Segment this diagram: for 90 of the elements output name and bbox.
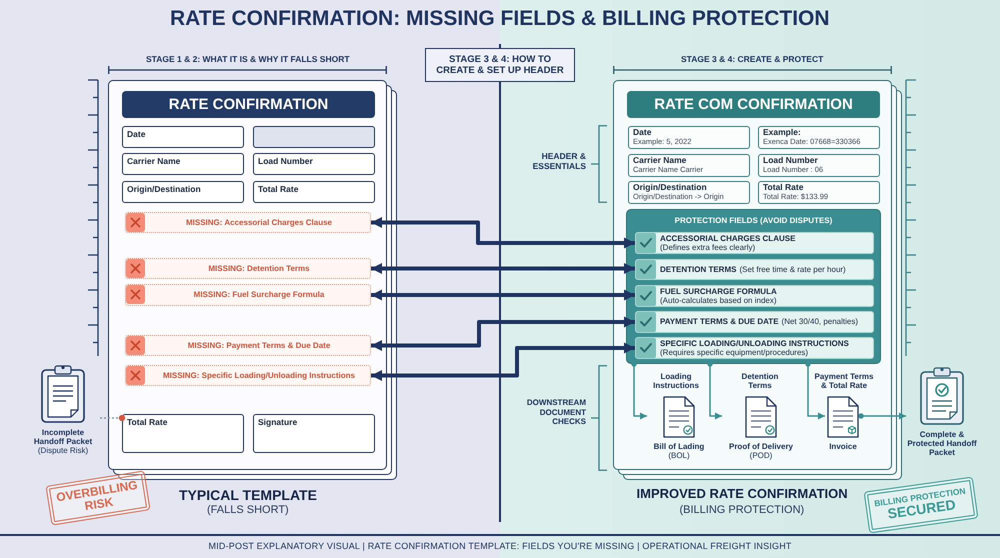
section-heading: STAGE 1 & 2: WHAT IT IS & WHY IT FALLS SHORT [146, 55, 350, 65]
form-field [758, 181, 880, 204]
field-label: Signature [258, 418, 298, 428]
field-label: Total Rate [258, 185, 298, 195]
field-description: (Defines extra fees clearly) [660, 243, 756, 252]
field-description: (Net 30/40, penalties) [782, 317, 858, 327]
node-subcaption: (Dispute Risk) [38, 446, 88, 456]
arrow [707, 361, 722, 420]
double-headed-arrow [371, 217, 635, 248]
field-title: PAYMENT TERMS & DUE DATE [660, 317, 779, 327]
field-title: DETENTION TERMS [660, 264, 736, 274]
field-label: Date [127, 130, 146, 140]
missing-field-row [125, 212, 371, 233]
missing-field-label: MISSING: Fuel Surcharge Formula [194, 290, 324, 300]
field-title: FUEL SURCHARGE FORMULA [660, 286, 777, 296]
header-banner: RATE COM CONFIRMATION [627, 91, 880, 118]
caption-subheading: (BILLING PROTECTION) [680, 504, 804, 517]
document-card [108, 80, 387, 470]
caption-heading: IMPROVED RATE CONFIRMATION [636, 487, 848, 502]
missing-field-row [125, 258, 371, 279]
double-headed-arrow [371, 263, 635, 274]
field-description: (Auto-calculates based on index) [660, 296, 777, 306]
protection-row [635, 337, 874, 359]
footer-caption: MID-POST EXPLANATORY VISUAL | RATE CONFIRMATION TEMPLATE: FIELDS YOU'RE MISSING | OPERATIONAL FREIGHT INSIGHT [208, 541, 792, 552]
bracket-label: HEADER & ESSENTIALS [532, 151, 586, 172]
dotted-connector [100, 414, 126, 422]
node-caption: Proof of Delivery [728, 442, 793, 452]
form-field [758, 126, 880, 149]
panel-heading: PROTECTION FIELDS (AVOID DISPUTES) [674, 216, 832, 226]
field-description: (Set free time & rate per hour) [739, 264, 846, 274]
arrow [631, 361, 647, 420]
bracket-label: DOWNSTREAM DOCUMENT CHECKS [526, 398, 586, 427]
form-field [758, 154, 880, 177]
field-label: Total Rate [127, 418, 168, 428]
caption-subheading: (FALLS SHORT) [207, 504, 289, 517]
form-field [122, 126, 244, 148]
field-label: Load Number [763, 156, 818, 166]
field-title: SPECIFIC LOADING/UNLOADING INSTRUCTIONS [660, 338, 849, 348]
form-field [628, 126, 750, 149]
field-label: Carrier Name [633, 156, 686, 166]
node-caption: Complete & Protected Handoff Packet [906, 430, 978, 458]
double-headed-arrow [371, 290, 635, 300]
protection-row [635, 232, 874, 254]
header-banner: RATE CONFIRMATION [122, 91, 375, 118]
stage-heading: STAGE 3 & 4: HOW TO CREATE & SET UP HEADER [435, 54, 565, 76]
form-field [253, 181, 375, 203]
arrow [805, 361, 825, 420]
double-headed-arrow [371, 342, 635, 381]
form-field [253, 126, 375, 148]
stamp-text: OVERBILLING RISK [54, 478, 140, 516]
page-title: RATE CONFIRMATION: MISSING FIELDS & BILLING PROTECTION [170, 7, 830, 32]
field-label: Example: [763, 128, 801, 138]
form-field [122, 414, 244, 453]
missing-field-label: MISSING: Detention Terms [208, 264, 310, 274]
node-subcaption: (POD) [750, 451, 772, 460]
missing-field-row [125, 284, 371, 306]
missing-field-row [125, 365, 371, 386]
edge-label: Payment Terms & Total Rate [812, 372, 876, 390]
form-field [628, 181, 750, 204]
protection-row [635, 311, 874, 333]
form-field [122, 153, 244, 175]
form-field [122, 181, 244, 203]
field-title: ACCESSORIAL CHARGES CLAUSE [660, 234, 796, 243]
form-field [253, 414, 375, 453]
arrow [858, 412, 906, 420]
form-field [253, 153, 375, 175]
protection-row [635, 259, 874, 280]
field-label: Origin/Destination [633, 183, 707, 193]
field-label: Date [633, 128, 652, 138]
node-caption: Incomplete Handoff Packet [32, 428, 94, 446]
caption-heading: TYPICAL TEMPLATE [179, 487, 317, 504]
node-subcaption: (BOL) [668, 451, 690, 460]
field-label: Carrier Name [127, 157, 180, 167]
missing-field-label: MISSING: Specific Loading/Unloading Instructions [162, 370, 355, 380]
field-label: Origin/Destination [127, 185, 201, 195]
field-label: Total Rate [763, 183, 804, 193]
missing-field-label: MISSING: Accessorial Charges Clause [186, 218, 332, 228]
protection-row [635, 285, 874, 307]
document-card [613, 80, 892, 470]
node-caption: Bill of Lading [654, 442, 704, 452]
missing-field-label: MISSING: Payment Terms & Due Date [188, 340, 330, 350]
section-heading: STAGE 3 & 4: CREATE & PROTECT [681, 55, 824, 65]
missing-field-row [125, 335, 371, 356]
form-field [628, 154, 750, 177]
node-caption: Invoice [829, 442, 857, 452]
double-headed-arrow [371, 316, 635, 351]
field-label: Load Number [258, 157, 313, 167]
protection-panel [626, 209, 881, 364]
stage-label-box [425, 48, 575, 82]
field-description: (Requires specific equipment/procedures) [660, 348, 808, 358]
